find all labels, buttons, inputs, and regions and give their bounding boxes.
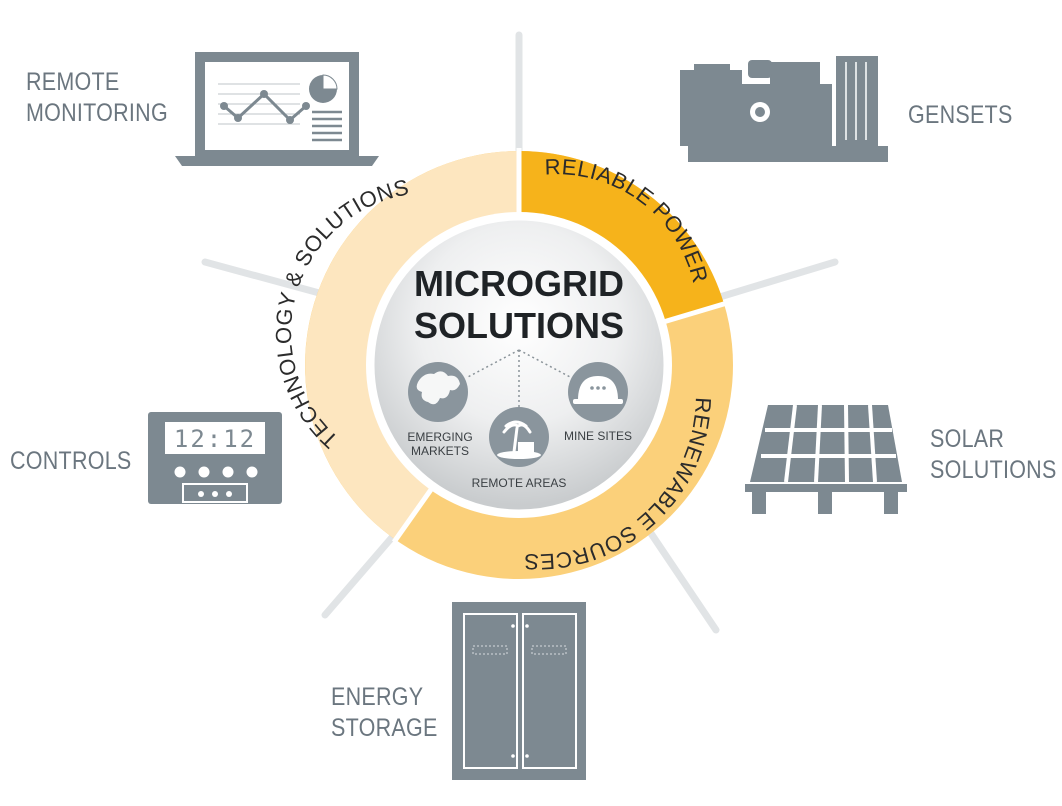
- label-solar-line1: SOLAR: [930, 425, 1005, 453]
- solar-panel-icon: [745, 404, 907, 514]
- label-remote-monitoring: REMOTE MONITORING: [26, 67, 168, 129]
- label-controls: CONTROLS: [10, 446, 132, 477]
- cabinet-vent-left: [472, 645, 508, 655]
- solar-leg-1: [752, 492, 766, 514]
- label-energy-storage: ENERGY STORAGE: [331, 682, 438, 744]
- cabinet-lock-3: [511, 754, 515, 758]
- control-display-text: 12:12: [174, 425, 256, 453]
- spoke-right-lower: [638, 516, 720, 634]
- generator-radiator: [836, 56, 878, 146]
- generator-alternator: [680, 70, 742, 146]
- island-shape: [497, 451, 541, 459]
- generator-filter: [748, 60, 772, 78]
- cabinet-door-right: [522, 613, 577, 769]
- control-panel-icon: 12:12: [148, 412, 282, 504]
- generator-icon: [680, 56, 888, 162]
- hard-hat-brim: [573, 399, 623, 404]
- label-solar: SOLAR SOLUTIONS: [930, 424, 1057, 486]
- control-knobs: [174, 466, 258, 478]
- hat-dot-1: [590, 386, 594, 390]
- laptop-chart-points: [220, 90, 310, 124]
- cabinet-lock-4: [525, 754, 529, 758]
- label-gensets: GENSETS: [908, 100, 1013, 131]
- cabinet-body: [452, 602, 586, 780]
- laptop-legend-lines: [312, 110, 342, 142]
- cabinet-vent-right: [531, 645, 567, 655]
- control-lower-panel: [182, 483, 248, 503]
- solar-leg-3: [884, 492, 898, 514]
- inner-label-mine: MINE SITES: [564, 429, 632, 443]
- cabinet-lock-2: [525, 624, 529, 628]
- generator-engine-top: [770, 62, 820, 84]
- storage-cabinet-icon: [452, 602, 586, 780]
- label-remote-monitoring-line1: REMOTE: [26, 68, 120, 96]
- laptop-pie-slice: [322, 74, 338, 90]
- solar-panel-frame: [750, 405, 902, 482]
- laptop-chart-icon: [175, 52, 379, 166]
- solar-leg-2: [818, 492, 832, 514]
- center-title-line2: SOLUTIONS: [414, 305, 624, 346]
- hut-shape: [518, 442, 534, 452]
- laptop-base: [175, 156, 379, 166]
- hat-dot-3: [602, 386, 606, 390]
- label-remote-monitoring-line2: MONITORING: [26, 99, 168, 127]
- control-display: [165, 422, 265, 454]
- laptop-chart-gridlines: [218, 83, 300, 125]
- radiator-fins: [845, 62, 867, 140]
- label-energy-storage-line1: ENERGY: [331, 683, 424, 711]
- label-solar-line2: SOLUTIONS: [930, 456, 1057, 484]
- solar-cells: [761, 404, 896, 483]
- inner-label-emerging-2: MARKETS: [411, 444, 469, 458]
- label-controls-line1: CONTROLS: [10, 447, 132, 475]
- world-map-shape: [416, 371, 460, 405]
- palm-tree-shape: [502, 420, 532, 454]
- control-lower-dots: [198, 491, 232, 497]
- label-energy-storage-line2: STORAGE: [331, 714, 438, 742]
- cabinet-door-left: [463, 613, 518, 769]
- inner-item-emerging: EMERGING MARKETS: [407, 362, 473, 458]
- cabinet-lock-1: [511, 624, 515, 628]
- generator-alternator-cap: [694, 64, 730, 70]
- inner-item-remote: REMOTE AREAS: [472, 407, 567, 490]
- center-title-line1: MICROGRID: [414, 263, 624, 304]
- label-gensets-line1: GENSETS: [908, 101, 1013, 129]
- inner-label-emerging-1: EMERGING: [407, 430, 472, 444]
- generator-pulley-hub: [755, 107, 765, 117]
- generator-skid: [688, 146, 888, 162]
- spoke-right-upper: [706, 258, 839, 304]
- inner-item-mine: MINE SITES: [564, 362, 632, 443]
- hat-dot-2: [596, 386, 600, 390]
- solar-rail: [745, 484, 907, 492]
- inner-label-remote: REMOTE AREAS: [472, 476, 567, 490]
